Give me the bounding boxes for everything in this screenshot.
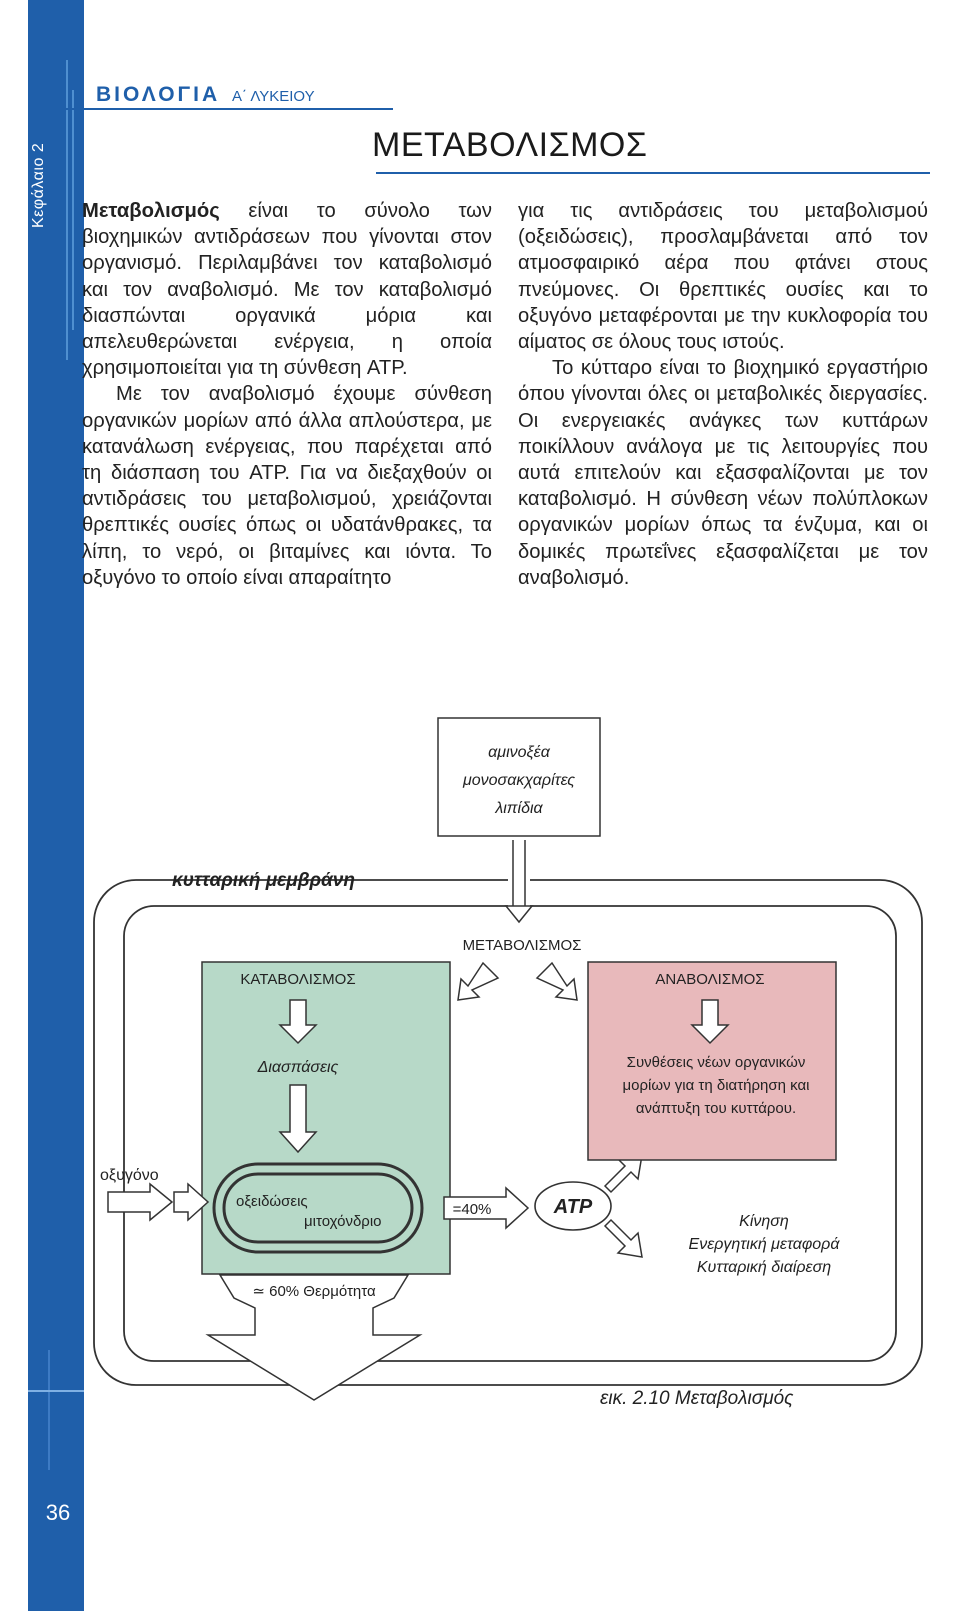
nutrient-label: μονοσακχαρίτες: [462, 772, 575, 789]
use-label: Ενεργητική μεταφορά: [689, 1236, 841, 1253]
paragraph: Το κύτταρο είναι το βιοχημικό εργαστήριο…: [518, 357, 928, 589]
arrow-to-anabolism: [535, 961, 578, 1001]
figure-caption: εικ. 2.10 Μεταβολισμός: [600, 1388, 794, 1409]
synthesis-line: ανάπτυξη του κυττάρου.: [636, 1100, 796, 1117]
header-rule: [28, 108, 393, 110]
oxygen-arrow-inner: [173, 1182, 210, 1222]
chapter-label: Κεφάλαιο 2: [30, 142, 47, 228]
mitochondrion-label: μιτοχόνδριο: [304, 1213, 382, 1230]
energy-arrow: [443, 1186, 530, 1230]
synthesis-line: Συνθέσεις νέων οργανικών: [627, 1054, 806, 1071]
membrane-label: κυτταρική μεμβράνη: [172, 870, 355, 891]
anabolism-box: [587, 961, 837, 1161]
percent-label: =40%: [453, 1201, 492, 1218]
decor-line: [28, 1390, 84, 1392]
decor-line: [66, 60, 68, 360]
arrow-to-catabolism: [457, 961, 500, 1001]
inflow-channel: [512, 840, 526, 910]
mitochondrion-outer: [212, 1162, 424, 1254]
mitochondrion-inner: [222, 1172, 414, 1244]
breakdown-label: Διασπάσεις: [257, 1059, 339, 1076]
arrow-down-icon: [690, 999, 730, 1045]
heat-arrow: [205, 1274, 423, 1401]
synthesis-line: μορίων για τη διατήρηση και: [623, 1077, 810, 1094]
text-column-right: για τις αντιδράσεις του μεταβολισμού (οξ…: [518, 198, 928, 591]
decor-line: [72, 90, 74, 330]
grade-label: Α΄ ΛΥΚΕΙΟΥ: [232, 88, 315, 105]
nutrients-box: [437, 717, 601, 837]
oxygen-arrow: [107, 1182, 174, 1222]
nutrient-label: λιπίδια: [494, 800, 543, 817]
decor-line: [48, 1350, 50, 1470]
arrow-down-icon: [278, 1084, 318, 1154]
metabolism-label: ΜΕΤΑΒΟΛΙΣΜΟΣ: [463, 937, 582, 954]
arrow-to-anabolism-from-atp: [603, 1154, 643, 1194]
paragraph: για τις αντιδράσεις του μεταβολισμού (οξ…: [518, 200, 928, 354]
arrow-to-uses: [603, 1218, 643, 1258]
inflow-arrow: [504, 905, 534, 924]
subject-title: ΒΙΟΛΟΓΙΑ: [96, 83, 221, 106]
use-label: Κίνηση: [739, 1213, 789, 1230]
text-column-left: Μεταβολισμός είναι το σύνολο των βιοχημι…: [82, 198, 492, 591]
atp-label: ATP: [553, 1196, 593, 1218]
nutrient-label: αμινοξέα: [488, 744, 551, 761]
chapter-title: ΜΕΤΑΒΟΛΙΣΜΟΣ: [372, 126, 648, 164]
paragraph: Μεταβολισμός είναι το σύνολο των βιοχημι…: [82, 198, 492, 381]
term-metabolism: Μεταβολισμός: [82, 200, 220, 222]
oxidations-label: οξειδώσεις: [236, 1193, 308, 1210]
oxygen-label: οξυγόνο: [100, 1167, 159, 1184]
atp-ellipse: [534, 1181, 612, 1231]
paragraph-text: είναι το σύνολο των βιοχημικών αντιδράσε…: [82, 200, 492, 380]
catabolism-label: ΚΑΤΑΒΟΛΙΣΜΟΣ: [240, 971, 355, 988]
use-label: Κυτταρική διαίρεση: [697, 1259, 831, 1276]
page-number: 36: [45, 1500, 71, 1525]
paragraph: Με τον αναβολισμό έχουμε σύνθεση οργανικ…: [82, 383, 492, 589]
metabolism-diagram: αμινοξέα μονοσακχαρίτες λιπίδια κυτταρικ…: [93, 717, 923, 1401]
sidebar-band: [28, 0, 84, 1611]
anabolism-label: ΑΝΑΒΟΛΙΣΜΟΣ: [655, 971, 764, 988]
heat-label: ≃ 60% Θερμότητα: [252, 1283, 376, 1300]
arrow-down-icon: [278, 999, 318, 1045]
title-rule: [376, 172, 930, 174]
